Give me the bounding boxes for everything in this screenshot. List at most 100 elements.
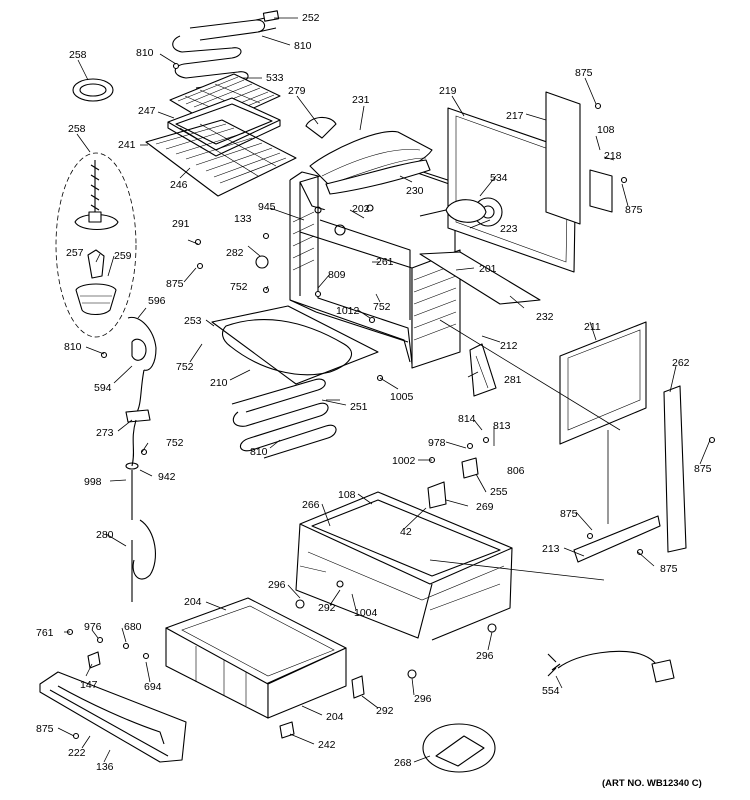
callout-230: 230 <box>406 185 424 197</box>
oven-door-liner <box>211 305 379 385</box>
callout-761: 761 <box>36 627 54 639</box>
callout-204: 204 <box>326 711 344 723</box>
callout-875: 875 <box>660 563 678 575</box>
callout-108: 108 <box>338 489 356 501</box>
callout-976: 976 <box>84 621 102 633</box>
callout-223: 223 <box>500 223 518 235</box>
callout-680: 680 <box>124 621 142 633</box>
top-insulation <box>305 116 433 195</box>
callout-241: 241 <box>118 139 136 151</box>
callout-253: 253 <box>184 315 202 327</box>
callout-202: 202 <box>352 203 370 215</box>
leader-lines <box>57 17 711 763</box>
callout-210: 210 <box>210 377 228 389</box>
callout-269: 269 <box>476 501 494 513</box>
callout-810: 810 <box>136 47 154 59</box>
callout-875: 875 <box>694 463 712 475</box>
callout-212: 212 <box>500 340 518 352</box>
door-latch <box>469 343 497 397</box>
callout-255: 255 <box>490 486 508 498</box>
callout-875: 875 <box>166 278 184 290</box>
surface-element-assembly <box>55 78 137 338</box>
callout-268: 268 <box>394 757 412 769</box>
callout-554: 554 <box>542 685 560 697</box>
callout-247: 247 <box>138 105 156 117</box>
callout-594: 594 <box>94 382 112 394</box>
callout-694: 694 <box>144 681 162 693</box>
callout-232: 232 <box>536 311 554 323</box>
rear-back-panel <box>419 91 613 305</box>
callout-596: 596 <box>148 295 166 307</box>
callout-814: 814 <box>458 413 476 425</box>
callout-133: 133 <box>234 213 252 225</box>
callout-875: 875 <box>625 204 643 216</box>
callout-242: 242 <box>318 739 336 751</box>
callout-257: 257 <box>66 247 84 259</box>
power-cord <box>547 650 675 683</box>
callout-296: 296 <box>476 650 494 662</box>
drawer-front-panel <box>39 671 187 763</box>
callout-136: 136 <box>96 761 114 773</box>
reference-lines <box>326 319 621 581</box>
callout-942: 942 <box>158 471 176 483</box>
callout-218: 218 <box>604 150 622 162</box>
callout-213: 213 <box>542 543 560 555</box>
callout-810: 810 <box>250 446 268 458</box>
callout-258: 258 <box>68 123 86 135</box>
callout-752: 752 <box>166 437 184 449</box>
callout-296: 296 <box>268 579 286 591</box>
callout-246: 246 <box>170 179 188 191</box>
callout-217: 217 <box>506 110 524 122</box>
upper-broil-element <box>172 10 280 89</box>
callout-279: 279 <box>288 85 306 97</box>
drawer-body <box>295 491 513 641</box>
callout-204: 204 <box>184 596 202 608</box>
callout-292: 292 <box>318 602 336 614</box>
callout-810: 810 <box>64 341 82 353</box>
callout-875: 875 <box>560 508 578 520</box>
callout-labels: 252 810 810 533 279 231 219 217 875 108 … <box>36 12 712 773</box>
callout-42: 42 <box>400 526 412 538</box>
broiler-pan <box>167 97 281 157</box>
callout-108: 108 <box>597 124 615 136</box>
callout-219: 219 <box>439 85 457 97</box>
callout-813: 813 <box>493 420 511 432</box>
callout-281: 281 <box>504 374 522 386</box>
callout-273: 273 <box>96 427 114 439</box>
callout-251: 251 <box>350 401 368 413</box>
igniter-wiring <box>125 316 157 602</box>
callout-282: 282 <box>226 247 244 259</box>
callout-752: 752 <box>176 361 194 373</box>
callout-875: 875 <box>36 723 54 735</box>
callout-752: 752 <box>373 301 391 313</box>
small-parts <box>66 62 716 773</box>
bake-element <box>231 378 337 459</box>
callout-806: 806 <box>507 465 525 477</box>
callout-201: 201 <box>479 263 497 275</box>
callout-810: 810 <box>294 40 312 52</box>
side-panel <box>559 321 687 563</box>
callout-259: 259 <box>114 250 132 262</box>
callout-534: 534 <box>490 172 508 184</box>
callout-266: 266 <box>302 499 320 511</box>
storage-drawer <box>165 597 347 719</box>
callout-1012: 1012 <box>336 305 360 317</box>
callout-231: 231 <box>352 94 370 106</box>
callout-875: 875 <box>575 67 593 79</box>
callout-280: 280 <box>96 529 114 541</box>
callout-211: 211 <box>584 321 601 333</box>
art-number: (ART NO. WB12340 C) <box>602 778 702 789</box>
callout-809: 809 <box>328 269 346 281</box>
callout-147: 147 <box>80 679 98 691</box>
callout-262: 262 <box>672 357 690 369</box>
callout-945: 945 <box>258 201 276 213</box>
callout-1004: 1004 <box>354 607 378 619</box>
callout-252: 252 <box>302 12 320 24</box>
callout-978: 978 <box>428 437 446 449</box>
callout-752: 752 <box>230 281 248 293</box>
callout-258: 258 <box>69 49 87 61</box>
callout-1002: 1002 <box>392 455 416 467</box>
callout-292: 292 <box>376 705 394 717</box>
callout-291: 291 <box>172 218 190 230</box>
